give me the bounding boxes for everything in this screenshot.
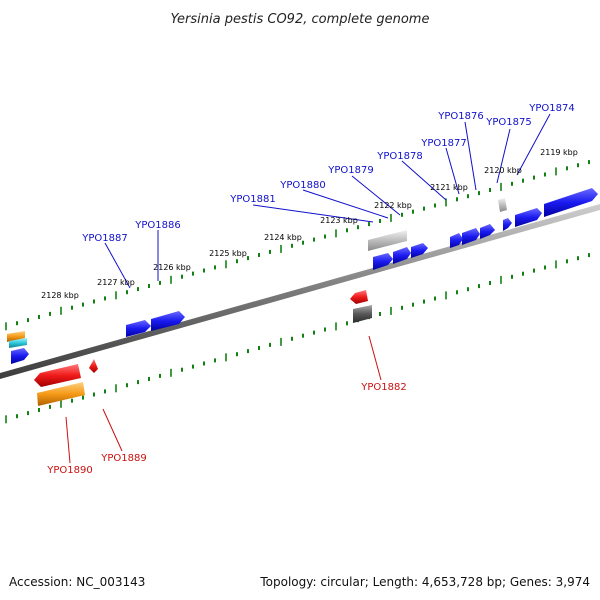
- kbp-label-2128: 2128 kbp: [41, 291, 79, 300]
- gene-orange-reverse[interactable]: [37, 382, 85, 406]
- gene-label-ypo1875[interactable]: YPO1875: [485, 117, 531, 128]
- gene-ypo1875-arrow[interactable]: [515, 208, 542, 227]
- gene-ypo1886-arrow[interactable]: [151, 311, 185, 331]
- forward-tick-ring: [5, 160, 590, 331]
- tick-rings: [5, 160, 590, 424]
- map-title: Yersinia pestis CO92, complete genome: [171, 12, 430, 27]
- gene-ypo1880-arrow[interactable]: [411, 243, 428, 258]
- kbp-label-2125: 2125 kbp: [209, 249, 247, 258]
- gene-ypo1889-arrow[interactable]: [89, 359, 98, 373]
- gene-left-edge-orange[interactable]: [7, 331, 25, 342]
- reverse-strand-genes: [34, 290, 372, 406]
- kbp-label-2124: 2124 kbp: [264, 233, 302, 242]
- kbp-label-2119: 2119 kbp: [540, 148, 578, 157]
- gene-label-ypo1882[interactable]: YPO1882: [360, 382, 406, 393]
- kbp-label-2120: 2120 kbp: [484, 166, 522, 175]
- genome-backbone: [0, 204, 600, 379]
- gene-ypo1876-arrow[interactable]: [503, 218, 512, 231]
- gene-label-ypo1876[interactable]: YPO1876: [437, 111, 483, 122]
- gene-ypo1877-arrow[interactable]: [480, 224, 495, 239]
- gene-label-ypo1886[interactable]: YPO1886: [134, 220, 180, 231]
- gene-ypo1878-arrow[interactable]: [462, 228, 480, 245]
- kbp-label-2121: 2121 kbp: [430, 183, 468, 192]
- forward-gene-labels: YPO1874 YPO1875 YPO1876 YPO1877 YPO1878 …: [81, 103, 574, 244]
- reverse-tick-ring: [5, 253, 590, 424]
- reverse-gene-labels: YPO1882 YPO1889 YPO1890: [46, 382, 406, 476]
- kbp-label-2122: 2122 kbp: [374, 201, 412, 210]
- gene-label-ypo1881[interactable]: YPO1881: [229, 194, 275, 205]
- gene-ypo1882-arrow[interactable]: [350, 290, 368, 304]
- gene-label-ypo1877[interactable]: YPO1877: [420, 138, 466, 149]
- gene-small-gray-forward[interactable]: [498, 198, 507, 212]
- gene-dark-gray-reverse[interactable]: [353, 305, 372, 323]
- kbp-label-2126: 2126 kbp: [153, 263, 191, 272]
- gene-label-ypo1874[interactable]: YPO1874: [528, 103, 574, 114]
- gene-label-ypo1878[interactable]: YPO1878: [376, 151, 422, 162]
- gene-ypo1879-arrow[interactable]: [450, 233, 463, 248]
- gene-gray-forward[interactable]: [368, 230, 407, 251]
- accession-text: Accession: NC_003143: [9, 575, 145, 589]
- gene-label-ypo1879[interactable]: YPO1879: [327, 165, 373, 176]
- gene-label-ypo1887[interactable]: YPO1887: [81, 233, 127, 244]
- gene-label-ypo1889[interactable]: YPO1889: [100, 453, 146, 464]
- gene-ypo1890-arrow[interactable]: [34, 364, 81, 387]
- gene-label-ypo1880[interactable]: YPO1880: [279, 180, 325, 191]
- gene-ypo1887-arrow[interactable]: [126, 320, 151, 337]
- gene-left-edge-blue-arrow[interactable]: [11, 348, 29, 364]
- label-leader-lines: [65, 113, 551, 464]
- gene-ypo1883-arrow[interactable]: [373, 253, 393, 270]
- kbp-labels: 2119 kbp 2120 kbp 2121 kbp 2122 kbp 2123…: [41, 148, 578, 300]
- kbp-label-2123: 2123 kbp: [320, 216, 358, 225]
- genome-summary-text: Topology: circular; Length: 4,653,728 bp…: [259, 575, 590, 589]
- kbp-label-2127: 2127 kbp: [97, 278, 135, 287]
- gene-left-edge-cyan[interactable]: [9, 338, 27, 348]
- forward-strand-genes: [7, 188, 598, 364]
- gene-ypo1874-arrow[interactable]: [544, 188, 598, 217]
- gene-label-ypo1890[interactable]: YPO1890: [46, 465, 92, 476]
- gene-ypo1881-arrow[interactable]: [393, 247, 411, 264]
